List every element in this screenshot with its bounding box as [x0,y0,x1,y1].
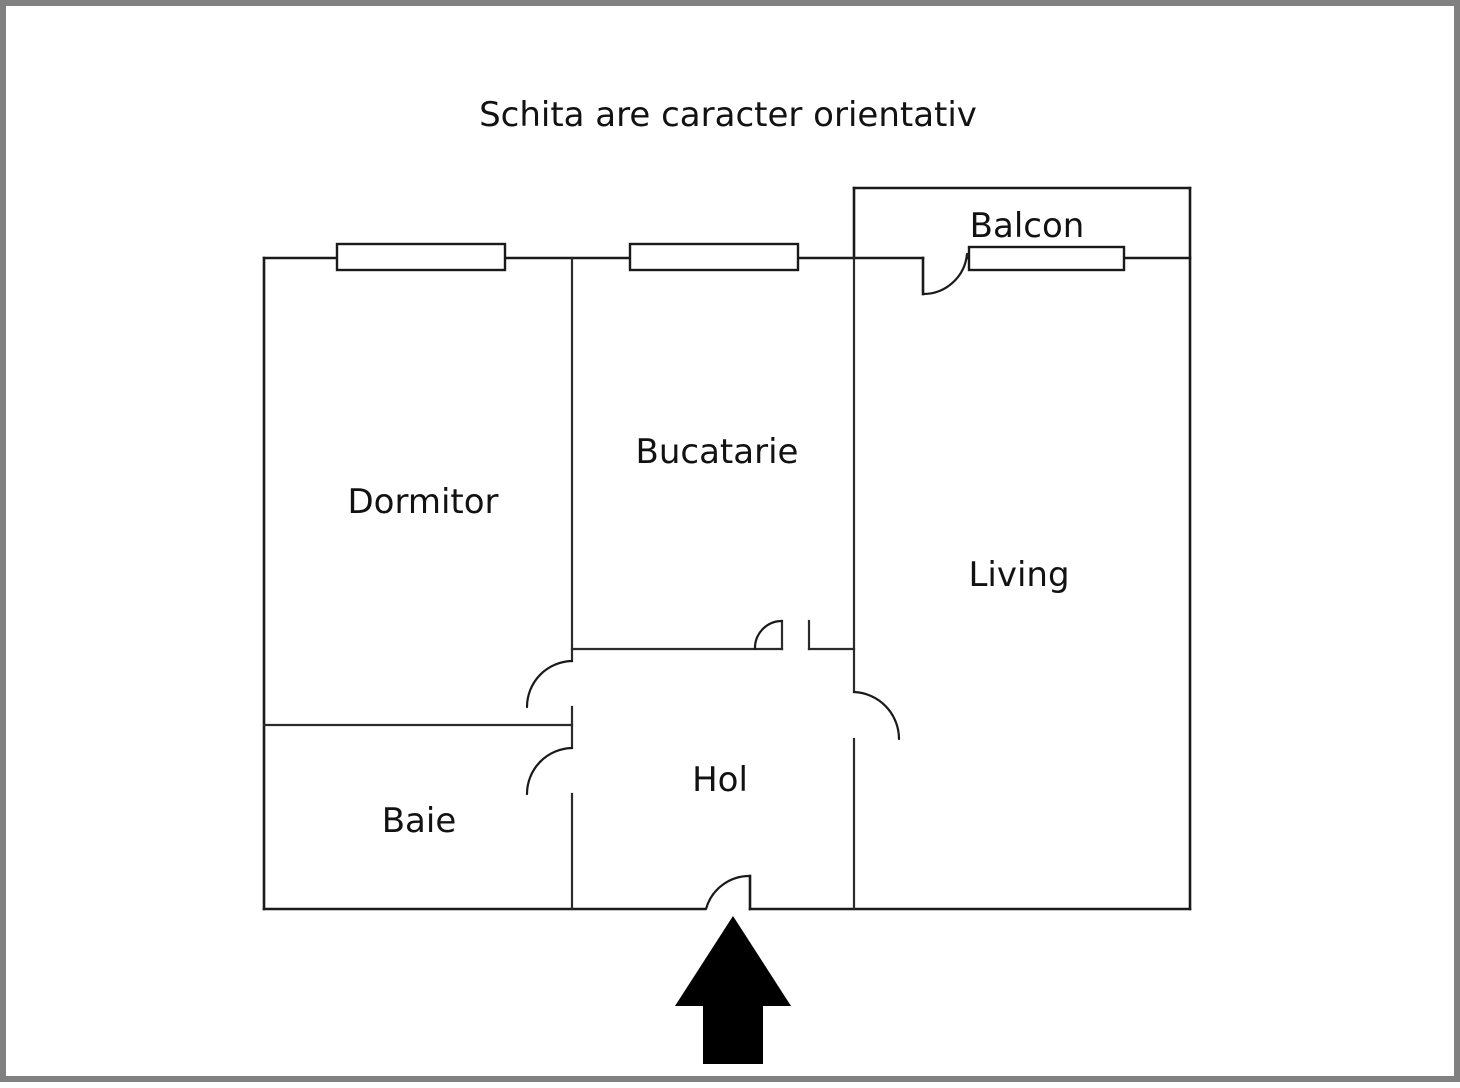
room-label-hol: Hol [692,760,748,800]
window-bucatarie [628,242,800,272]
interior-walls [570,256,856,911]
door-baie-arc [525,746,574,796]
room-label-bucatarie: Bucatarie [636,432,799,472]
windows-group [335,242,1126,272]
floor-plan-drawing: Schita are caracter orientativ [262,95,1192,1064]
door-dormitor-arc [525,659,574,709]
door-bucatarie-arc [753,619,784,651]
balcon-room [852,186,1192,911]
page-title: Schita are caracter orientativ [479,95,977,135]
door-entrance-arc [704,874,752,911]
window-dormitor [335,242,507,272]
room-label-dormitor: Dormitor [347,482,498,522]
interior-horizontal-walls [262,619,856,727]
door-living-arc [852,690,901,741]
room-labels: Dormitor Bucatarie Living Balcon Hol Bai… [347,206,1084,841]
doors-group [525,252,969,911]
door-balcon-arc [921,252,969,296]
room-label-baie: Baie [382,801,457,841]
window-balcon [967,245,1126,272]
entrance-arrow-icon [675,916,791,1064]
room-label-living: Living [968,555,1069,595]
room-label-balcon: Balcon [970,206,1085,246]
